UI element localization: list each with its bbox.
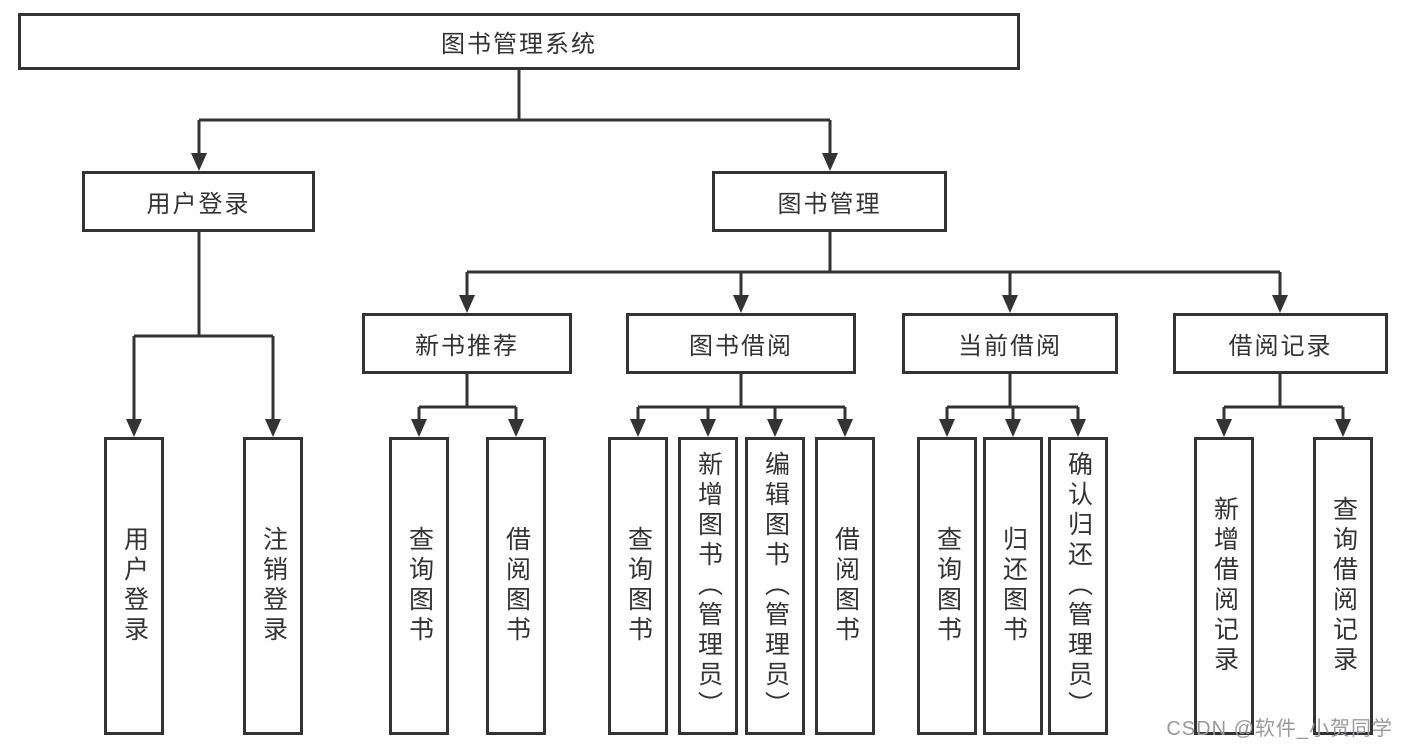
leaf-add-book-admin-label: 新增图书（管理员） <box>694 451 723 721</box>
leaf-borrow-book: 借阅图书 <box>815 437 875 735</box>
node-new-book-recommend-label: 新书推荐 <box>415 333 519 360</box>
leaf-logout-label: 注销登录 <box>259 526 288 646</box>
leaf-query-book-recommend: 查询图书 <box>389 437 449 735</box>
leaf-return-book-label: 归还图书 <box>999 526 1028 646</box>
leaf-query-borrow-record-label: 查询借阅记录 <box>1329 496 1358 676</box>
leaf-add-borrow-record: 新增借阅记录 <box>1194 437 1254 735</box>
leaf-query-book-borrowing: 查询图书 <box>608 437 668 735</box>
leaf-query-book-current-label: 查询图书 <box>933 526 962 646</box>
node-book-management-label: 图书管理 <box>777 191 882 218</box>
leaf-add-book-admin: 新增图书（管理员） <box>678 437 738 735</box>
node-current-borrowing: 当前借阅 <box>902 313 1118 374</box>
node-root-label: 图书管理系统 <box>441 31 597 58</box>
leaf-query-book-recommend-label: 查询图书 <box>405 526 434 646</box>
leaf-confirm-return-admin-label: 确认归还（管理员） <box>1064 451 1093 721</box>
leaf-query-borrow-record: 查询借阅记录 <box>1313 437 1373 735</box>
node-borrow-records: 借阅记录 <box>1173 313 1388 374</box>
leaf-user-login: 用户登录 <box>104 437 164 735</box>
leaf-user-login-label: 用户登录 <box>120 526 149 646</box>
node-current-borrowing-label: 当前借阅 <box>958 333 1062 360</box>
leaf-confirm-return-admin: 确认归还（管理员） <box>1048 437 1108 735</box>
node-user-login-label: 用户登录 <box>146 191 251 218</box>
leaf-return-book: 归还图书 <box>983 437 1043 735</box>
node-book-management: 图书管理 <box>712 171 947 232</box>
leaf-borrow-book-recommend: 借阅图书 <box>486 437 546 735</box>
node-new-book-recommend: 新书推荐 <box>362 313 572 374</box>
node-borrow-records-label: 借阅记录 <box>1228 333 1333 360</box>
node-book-borrowing-label: 图书借阅 <box>689 333 793 360</box>
leaf-add-borrow-record-label: 新增借阅记录 <box>1210 496 1239 676</box>
node-root: 图书管理系统 <box>18 13 1020 70</box>
leaf-borrow-book-label: 借阅图书 <box>831 526 860 646</box>
leaf-query-book-current: 查询图书 <box>917 437 977 735</box>
node-book-borrowing: 图书借阅 <box>626 313 856 374</box>
leaf-edit-book-admin: 编辑图书（管理员） <box>745 437 805 735</box>
leaf-logout: 注销登录 <box>243 437 303 735</box>
leaf-edit-book-admin-label: 编辑图书（管理员） <box>761 451 790 721</box>
node-user-login: 用户登录 <box>82 171 315 232</box>
leaf-borrow-book-recommend-label: 借阅图书 <box>502 526 531 646</box>
leaf-query-book-borrowing-label: 查询图书 <box>624 526 653 646</box>
